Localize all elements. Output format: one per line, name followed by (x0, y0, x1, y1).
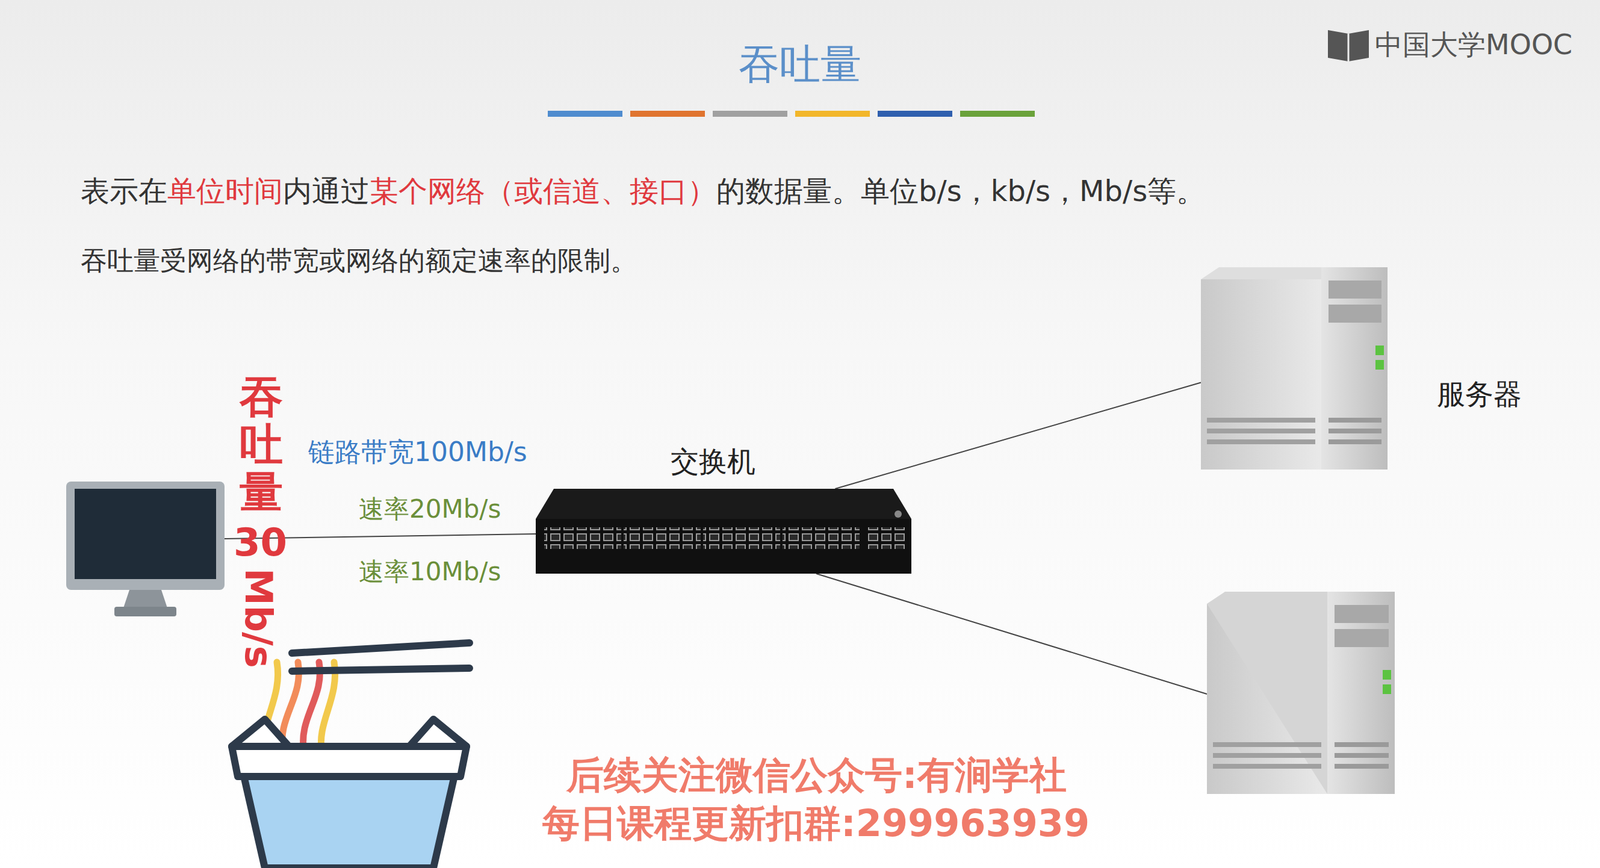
logo-text: 中国大学MOOC (1374, 26, 1573, 64)
definition-line: 表示在单位时间内通过某个网络（或信道、接口）的数据量。单位b/s，kb/s，Mb… (80, 172, 1206, 211)
definition-text: 内通过 (282, 172, 370, 211)
server-shape (1200, 267, 1388, 470)
definition-text: 表示在 (80, 172, 168, 211)
definition-text: 的数据量。单位b/s，kb/s，Mb/s等。 (716, 172, 1206, 211)
throughput-value: 30 (233, 520, 288, 565)
watermark: 后续关注微信公众号:有涧学社 (566, 750, 1067, 801)
rate-label: 速率20Mb/s (358, 492, 501, 527)
highlight-text: 单位时间 (167, 172, 283, 211)
slide-title: 吞吐量 (0, 37, 1600, 93)
rate-label: 速率10Mb/s (358, 555, 501, 589)
note-text: 吞吐量受网络的带宽或网络的额定速率的限制。 (80, 243, 637, 279)
node-label: 交换机 (670, 443, 756, 481)
throughput-label: 吞吐量 (239, 373, 283, 517)
throughput-unit: Mb/s (236, 568, 281, 669)
computer-icon (66, 481, 225, 617)
bandwidth-label: 链路带宽100Mb/s (308, 434, 528, 471)
title-bars (547, 110, 1035, 117)
link-line (834, 382, 1201, 489)
noodle-box-icon (231, 642, 470, 868)
server-icon (1206, 591, 1395, 794)
switch-shape (535, 488, 912, 574)
link-line (816, 573, 1207, 695)
server-node: 服务器 (1200, 267, 1388, 470)
node-label: 服务器 (1436, 375, 1522, 414)
switch-node: 交换机 (535, 488, 912, 574)
watermark: 每日课程更新扣群:299963939 (542, 798, 1090, 849)
logo-icon (1327, 30, 1369, 62)
highlight-text: 某个网络（或信道、接口） (369, 172, 717, 211)
